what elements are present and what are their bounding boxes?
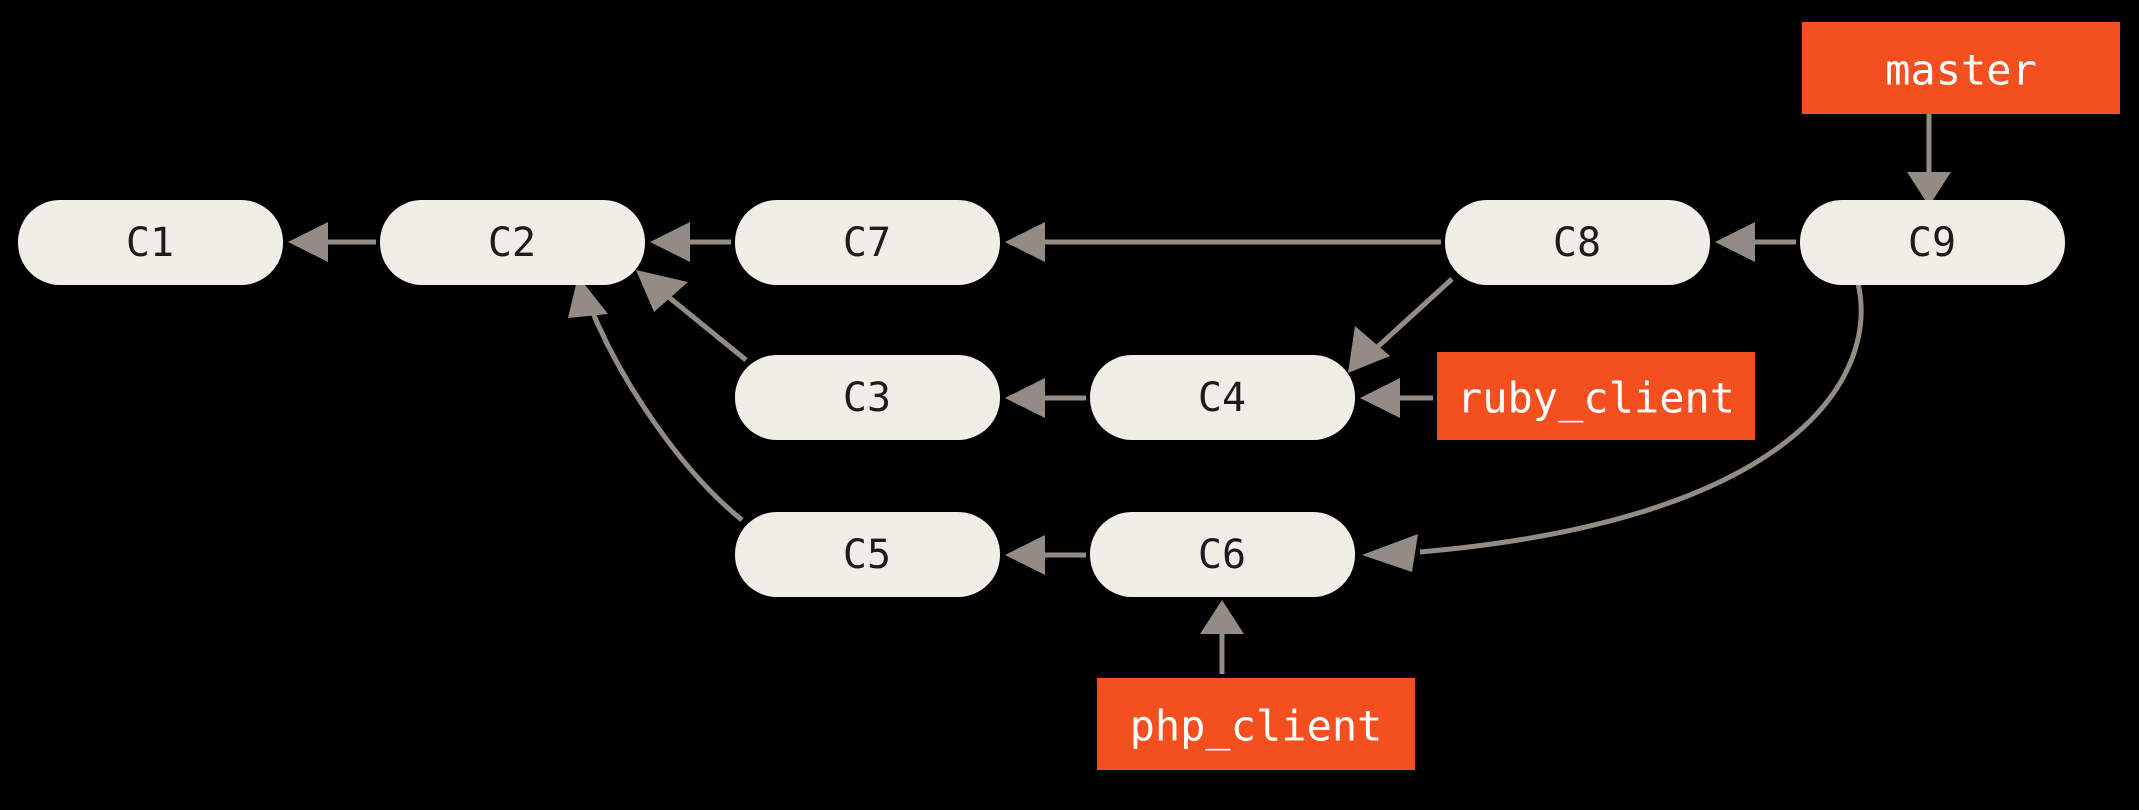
commit-label-c3: C3 — [843, 375, 891, 421]
branch-label-master[interactable]: master — [1802, 22, 2120, 114]
branch-box-master[interactable] — [1802, 22, 2120, 114]
edge-c9-c6-line — [1419, 282, 1864, 555]
edge-c8-c4-arrowhead — [1348, 326, 1390, 373]
commit-node-c9[interactable]: C9 — [1800, 200, 2065, 285]
edge-c5-c2-arrowhead — [568, 276, 608, 318]
branch-text-ruby-client: ruby_client — [1457, 374, 1735, 423]
commit-node-c6[interactable]: C6 — [1090, 512, 1355, 597]
edge-ruby-c4 — [1360, 378, 1433, 418]
commit-pill-c6[interactable] — [1090, 512, 1355, 597]
commit-label-c5: C5 — [843, 532, 891, 578]
edge-c8-c7-arrowhead — [1005, 222, 1045, 262]
edge-ruby-c4-arrowhead — [1360, 378, 1400, 418]
commit-node-c4[interactable]: C4 — [1090, 355, 1355, 440]
branch-text-php-client: php_client — [1130, 702, 1383, 751]
commit-pill-c9[interactable] — [1800, 200, 2065, 285]
edge-c8-c4 — [1348, 277, 1454, 373]
edge-c8-c4-line — [1370, 277, 1454, 354]
commit-label-c4: C4 — [1198, 375, 1246, 421]
commit-label-c6: C6 — [1198, 532, 1246, 578]
commit-pill-c3[interactable] — [735, 355, 1000, 440]
edge-c9-c8-arrowhead — [1715, 222, 1755, 262]
branch-label-ruby-client[interactable]: ruby_client — [1437, 352, 1755, 440]
edge-c4-c3 — [1005, 378, 1086, 418]
commit-label-c7: C7 — [843, 220, 891, 266]
commit-node-c5[interactable]: C5 — [735, 512, 1000, 597]
edge-c6-c5 — [1005, 535, 1086, 575]
edge-c5-c2-line — [587, 305, 744, 522]
edge-c3-c2 — [636, 270, 748, 362]
commit-pill-c7[interactable] — [735, 200, 1000, 285]
commit-node-c7[interactable]: C7 — [735, 200, 1000, 285]
edge-c4-c3-arrowhead — [1005, 378, 1045, 418]
edge-c8-c7 — [1005, 222, 1441, 262]
branch-labels-layer: master ruby_client php_client — [1097, 22, 2120, 770]
edge-c5-c2 — [568, 276, 744, 522]
edge-c7-c2 — [650, 222, 731, 262]
edge-c3-c2-arrowhead — [636, 270, 688, 312]
edge-c7-c2-arrowhead — [650, 222, 690, 262]
branch-box-ruby-client[interactable] — [1437, 352, 1755, 440]
commit-pill-c2[interactable] — [380, 200, 645, 285]
edge-c2-c1-arrowhead — [288, 222, 328, 262]
edge-c2-c1 — [288, 222, 376, 262]
commit-label-c2: C2 — [488, 220, 536, 266]
edge-php-c6 — [1200, 600, 1244, 674]
edge-c3-c2-line — [658, 288, 748, 362]
edges-layer — [288, 114, 1951, 674]
edge-master-c9 — [1907, 114, 1951, 206]
commit-label-c9: C9 — [1908, 220, 1956, 266]
commit-label-c1: C1 — [126, 220, 174, 266]
edge-c9-c8 — [1715, 222, 1796, 262]
commit-node-c2[interactable]: C2 — [380, 200, 645, 285]
commit-node-c8[interactable]: C8 — [1445, 200, 1710, 285]
commit-node-c3[interactable]: C3 — [735, 355, 1000, 440]
commit-node-c1[interactable]: C1 — [18, 200, 283, 285]
branch-label-php-client[interactable]: php_client — [1097, 678, 1415, 770]
edge-php-c6-arrowhead — [1200, 600, 1244, 634]
edge-c6-c5-arrowhead — [1005, 535, 1045, 575]
commit-pill-c8[interactable] — [1445, 200, 1710, 285]
edge-c9-c6-arrowhead — [1362, 534, 1418, 572]
branch-text-master: master — [1885, 46, 2037, 95]
edge-c9-c6 — [1362, 282, 1864, 572]
branch-box-php-client[interactable] — [1097, 678, 1415, 770]
commit-pill-c5[interactable] — [735, 512, 1000, 597]
commit-pill-c1[interactable] — [18, 200, 283, 285]
commit-pill-c4[interactable] — [1090, 355, 1355, 440]
commit-label-c8: C8 — [1553, 220, 1601, 266]
commits-layer: C1 C2 C7 C8 C9 C3 C4 C5 — [18, 200, 2065, 597]
edge-master-c9-arrowhead — [1907, 172, 1951, 206]
